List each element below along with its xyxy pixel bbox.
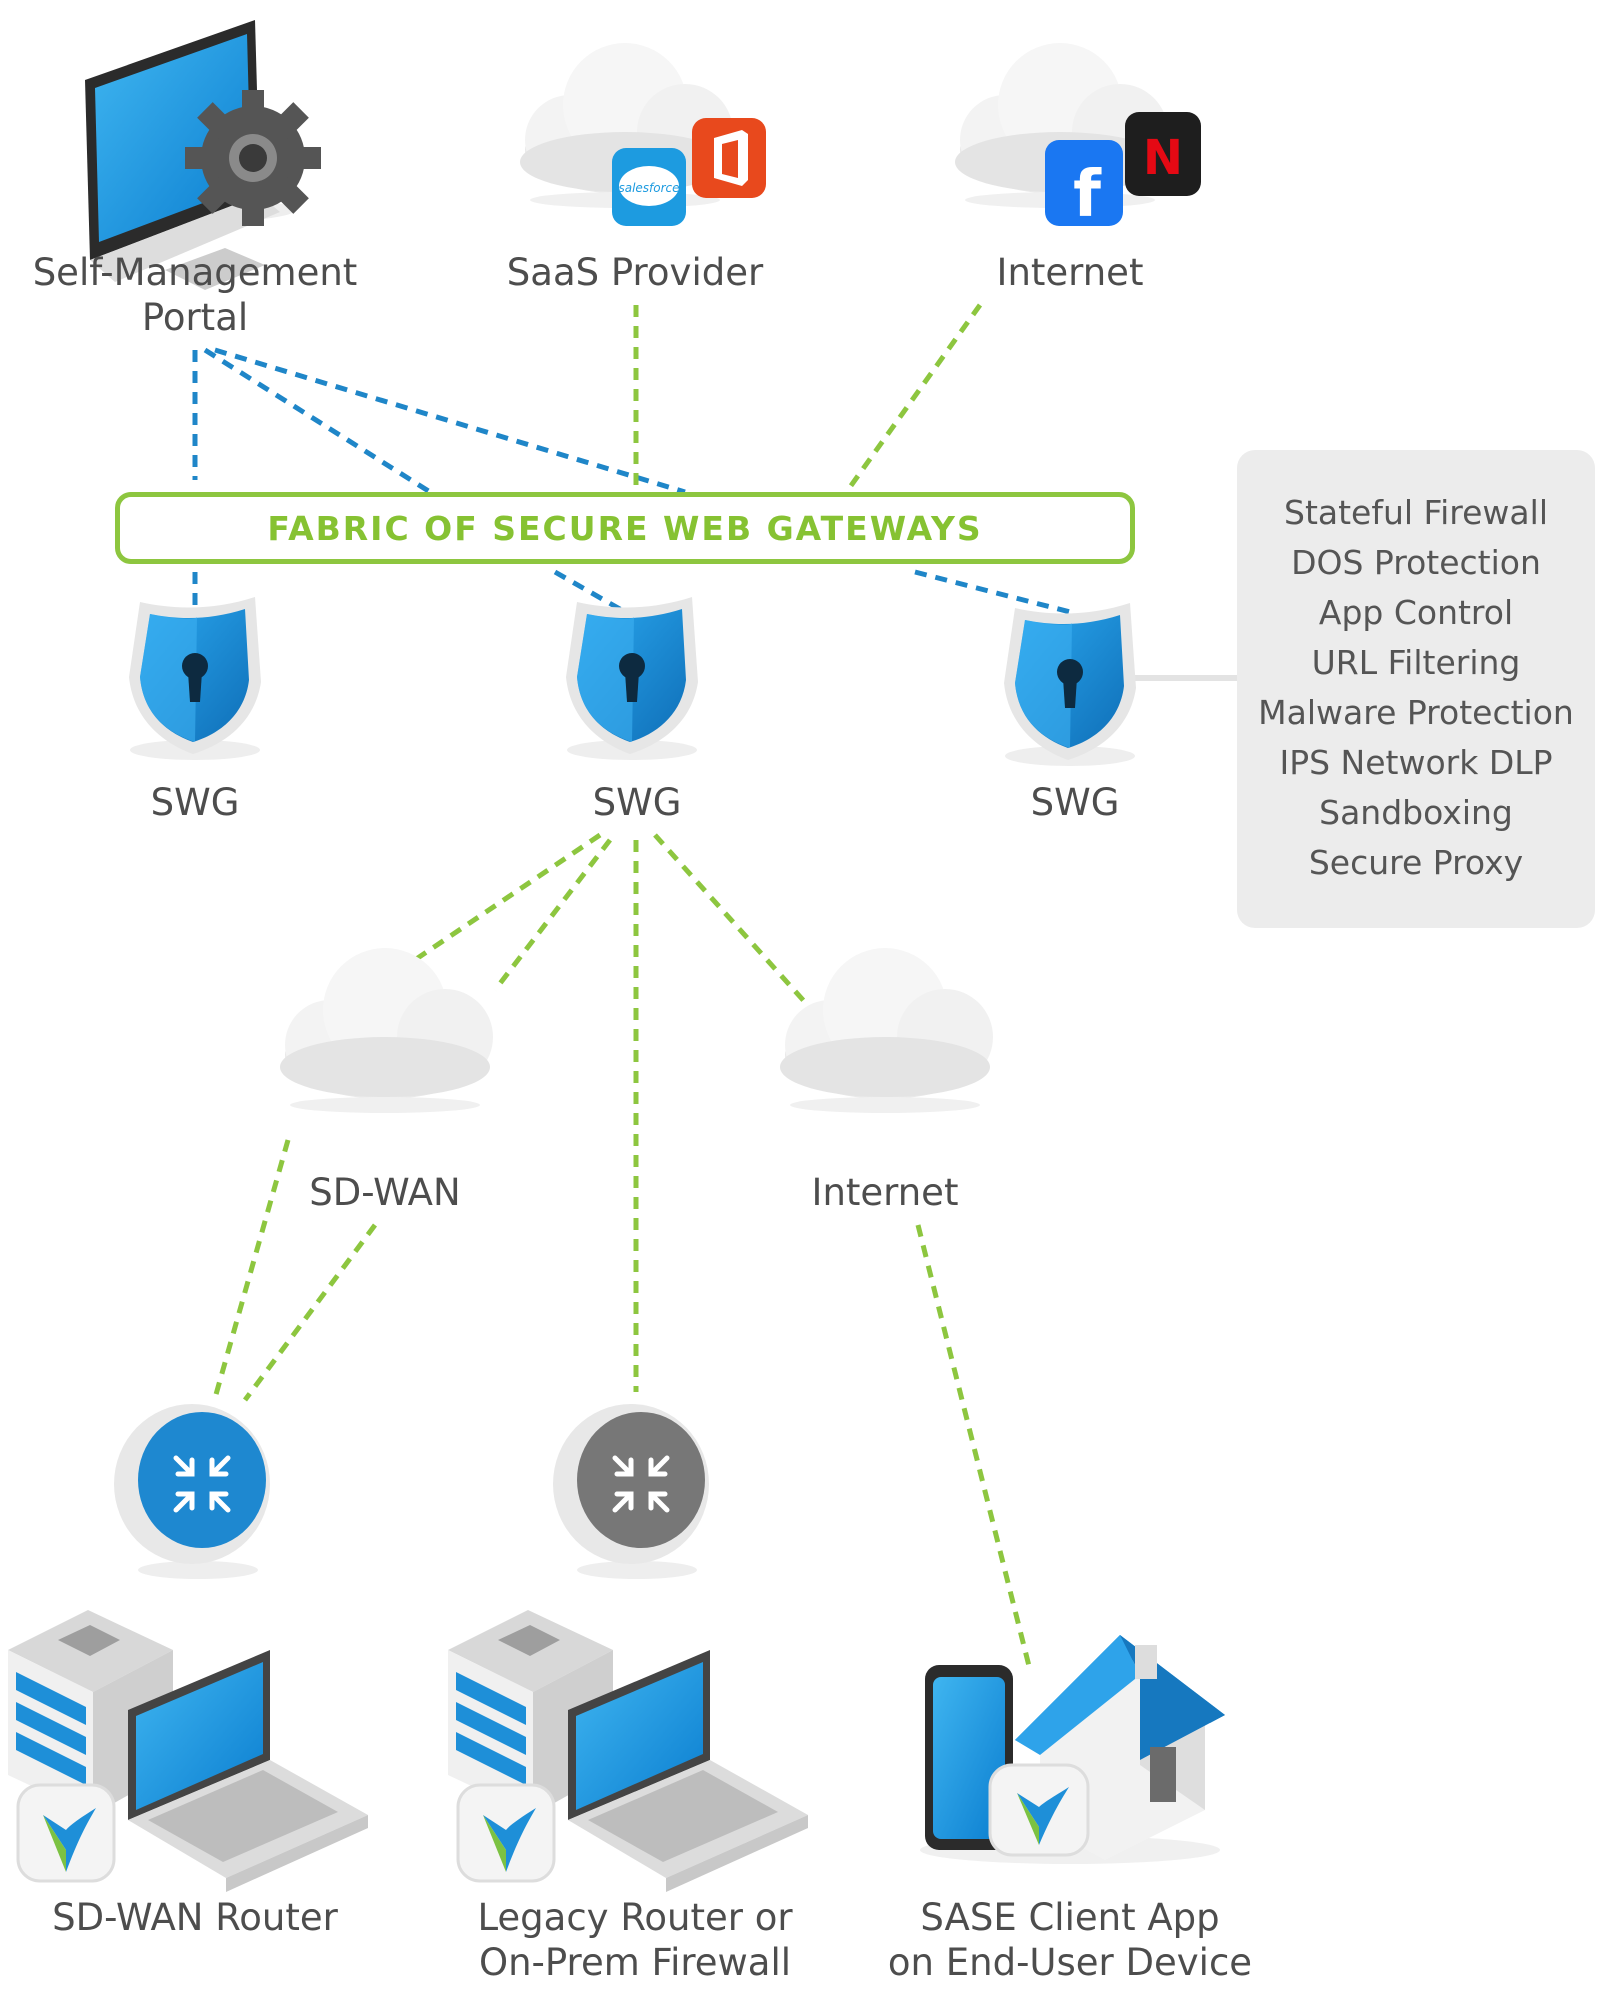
feature-item: Secure Proxy — [1308, 843, 1524, 882]
feature-item: Malware Protection — [1258, 693, 1574, 732]
swg-left-label: SWG — [150, 781, 240, 824]
swg-right-label: SWG — [1030, 781, 1120, 824]
internet-bottom-label: Internet — [811, 1171, 959, 1214]
server-laptop-icon — [446, 1608, 810, 1894]
facebook-logo-icon: f — [1045, 140, 1123, 232]
svg-text:f: f — [1073, 158, 1102, 232]
router-icon — [553, 1404, 709, 1579]
internet-top-label: Internet — [996, 251, 1144, 294]
phone-house-icon — [920, 1635, 1225, 1864]
internet-lower-cloud-icon — [780, 948, 993, 1113]
saas-provider-label: SaaS Provider — [506, 251, 764, 294]
feature-item: Sandboxing — [1319, 793, 1513, 832]
fabric-label: FABRIC OF SECURE WEB GATEWAYS — [267, 508, 983, 548]
fabric-of-secure-web-gateways: FABRIC OF SECURE WEB GATEWAYS — [115, 492, 1135, 564]
legacy-router-label: Legacy Router or On-Prem Firewall — [477, 1896, 793, 1984]
swg-center-label: SWG — [592, 781, 682, 824]
swg-features-panel: Stateful Firewall DOS Protection App Con… — [1237, 450, 1595, 928]
feature-item: URL Filtering — [1311, 643, 1521, 682]
sase-client-label: SASE Client App on End-User Device — [887, 1896, 1253, 1984]
svg-text:N: N — [1143, 130, 1183, 186]
shield-keyhole-icon — [129, 597, 261, 760]
sdwan-cloud-icon — [280, 948, 493, 1113]
svg-text:salesforce: salesforce — [618, 181, 679, 195]
office-logo-icon — [692, 118, 766, 198]
sdwan-cloud-label: SD-WAN — [309, 1171, 461, 1214]
link-swg-sdwan-a — [398, 832, 602, 973]
shield-keyhole-icon — [566, 597, 698, 760]
sdwan-router-label: SD-WAN Router — [52, 1896, 338, 1939]
self-management-portal-label: Self-Management Portal — [32, 251, 358, 339]
shield-keyhole-icon — [1004, 603, 1136, 766]
green-links — [212, 303, 1033, 1671]
monitor-gear-icon — [85, 20, 321, 290]
link-swg-internet — [653, 833, 814, 1012]
server-laptop-icon — [6, 1608, 370, 1894]
link-sdwan-router-b — [242, 1223, 378, 1402]
link-swg-sdwan-b — [493, 838, 612, 992]
blue-links — [192, 347, 1071, 615]
feature-item: IPS Network DLP — [1279, 743, 1553, 782]
internet-cloud-icon: f N — [955, 43, 1201, 232]
saas-cloud-icon: salesforce — [520, 43, 766, 226]
link-internet-fabric — [847, 303, 983, 489]
link-sdwan-router-a — [212, 1139, 291, 1399]
netflix-logo-icon: N — [1125, 112, 1201, 196]
feature-item: App Control — [1318, 593, 1514, 632]
salesforce-logo-icon: salesforce — [612, 148, 686, 226]
feature-item: Stateful Firewall — [1284, 493, 1548, 532]
router-icon — [114, 1404, 270, 1579]
link-internet-sase — [915, 1224, 1033, 1671]
link-portal-swg-center — [203, 347, 627, 615]
feature-item: DOS Protection — [1291, 543, 1541, 582]
link-portal-swg-right — [214, 347, 1071, 615]
